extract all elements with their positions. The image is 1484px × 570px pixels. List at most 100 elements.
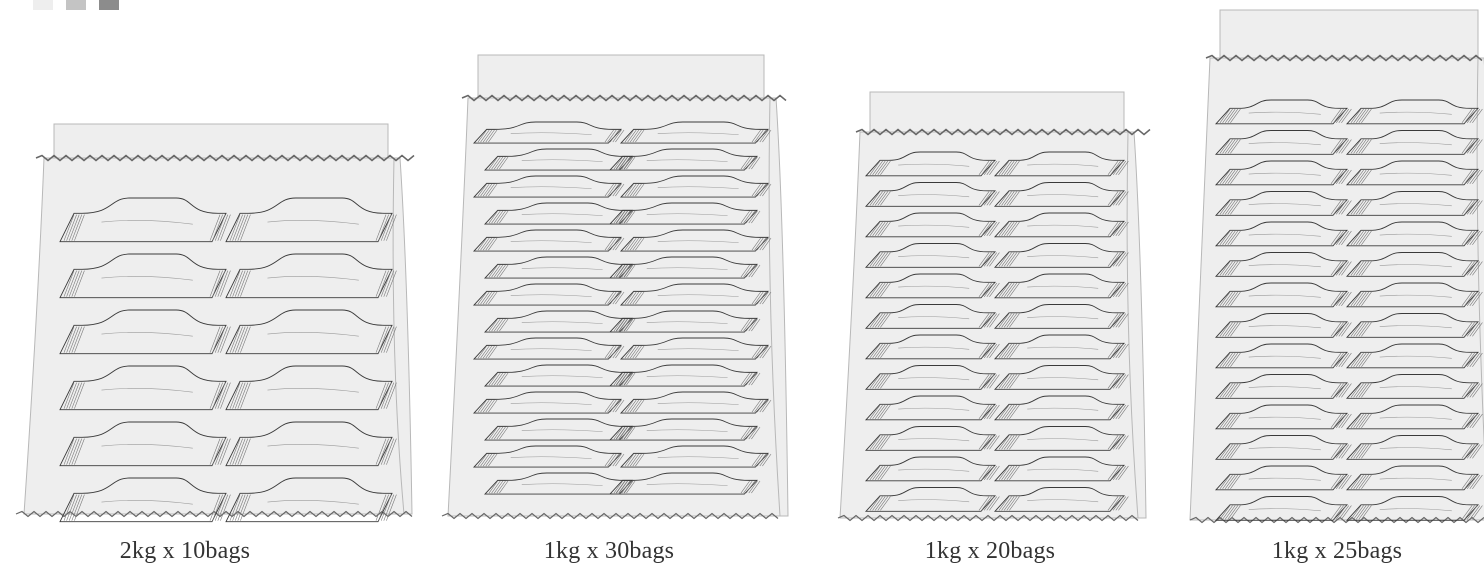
bag-crimp-line: [978, 343, 990, 358]
bag-fold-line: [646, 429, 728, 432]
bag-crimp-line: [880, 374, 891, 389]
pack-1kg-x-20bags: [837, 91, 1151, 522]
bag-crimp-line: [1350, 200, 1362, 215]
bag-crimp-line: [621, 426, 631, 440]
bag-crimp-line: [978, 496, 990, 511]
bag-crimp-line: [499, 426, 509, 440]
bag-fold-line: [646, 267, 728, 270]
bag-crimp-line: [1006, 404, 1018, 419]
bag-crimp-line: [872, 404, 883, 419]
bag-crimp-line: [604, 237, 614, 251]
bag-crimp-line: [615, 426, 625, 440]
bag-crimp-line: [1001, 374, 1012, 389]
bag-fold-line: [1379, 203, 1452, 207]
bag-crimp-line: [1230, 383, 1241, 398]
bag-crimp-line: [624, 372, 634, 386]
bag-crimp-line: [748, 318, 758, 332]
bag-crimp-line: [1118, 343, 1129, 358]
inner-bag: [472, 445, 623, 468]
bag-crimp-line: [1461, 413, 1473, 428]
bag-crimp-line: [613, 156, 623, 170]
bag-crimp-line: [620, 480, 631, 494]
bag-crimp-line: [1335, 322, 1347, 337]
bag-crimp-line: [607, 237, 617, 251]
bag-crimp-line: [1469, 230, 1481, 245]
inner-bag: [472, 229, 623, 252]
bag-crimp-line: [1464, 108, 1475, 123]
bag-crimp-line: [607, 183, 617, 197]
bag-crimp-line: [375, 214, 387, 241]
bag-crimp-line: [1461, 108, 1473, 123]
bag-crimp-line: [1222, 261, 1233, 276]
bag-crimp-line: [978, 252, 990, 267]
bag-crimp-line: [1222, 169, 1233, 184]
bag-crimp-line: [612, 237, 622, 251]
bag-fold-line: [521, 267, 603, 270]
bag-crimp-line: [234, 382, 246, 409]
bag-crimp-line: [1118, 465, 1129, 480]
inner-bag: [993, 182, 1126, 207]
bag-crimp-line: [1219, 230, 1231, 245]
bag-crimp-line: [978, 282, 990, 297]
inner-bag: [1214, 160, 1349, 186]
inner-bag: [864, 395, 997, 421]
bag-crimp-line: [378, 494, 389, 521]
inner-bag: [619, 445, 770, 468]
bag-crimp-line: [1466, 200, 1478, 215]
bag-crimp-line: [66, 214, 77, 241]
bag-crimp-line: [1001, 282, 1012, 297]
bag-crimp-line: [1350, 383, 1362, 398]
bag-crimp-line: [629, 291, 640, 305]
bag-crimp-line: [1003, 465, 1015, 480]
bag-crimp-line: [874, 221, 886, 236]
bag-crimp-line: [978, 191, 990, 206]
bag-crimp-line: [874, 191, 886, 206]
bag-crimp-line: [1341, 352, 1352, 367]
outer-sack: [839, 131, 1147, 519]
bag-crimp-line: [214, 382, 226, 409]
bag-crimp-line: [1466, 169, 1478, 184]
bag-crimp-line: [1461, 352, 1473, 367]
bag-crimp-line: [1006, 221, 1018, 236]
bag-crimp-line: [880, 313, 891, 328]
bag-crimp-line: [743, 372, 753, 386]
bag-crimp-line: [756, 183, 767, 197]
bag-crimp-line: [1358, 200, 1370, 215]
bag-crimp-line: [1464, 291, 1475, 306]
bag-crimp-line: [874, 343, 886, 358]
bag-crimp-line: [629, 453, 640, 467]
bag-fold-line: [898, 285, 970, 289]
bag-crimp-line: [618, 372, 628, 386]
bag-crimp-line: [1009, 160, 1020, 175]
bag-crimp-line: [624, 399, 634, 413]
bag-crimp-line: [1110, 404, 1121, 419]
inner-bag: [1345, 160, 1480, 186]
bag-crimp-line: [627, 291, 637, 305]
bag-crimp-line: [1472, 169, 1483, 184]
bag-crimp-line: [1003, 221, 1015, 236]
bag-crimp-line: [74, 326, 85, 353]
bag-crimp-line: [1230, 108, 1241, 123]
bag-crimp-line: [380, 382, 392, 409]
inner-bag: [1214, 130, 1349, 155]
bag-crimp-line: [488, 345, 498, 359]
bag-crimp-line: [1224, 169, 1236, 184]
bag-crimp-line: [1335, 108, 1347, 123]
bag-crimp-line: [380, 326, 392, 353]
inner-bag: [864, 426, 997, 451]
bag-crimp-line: [66, 382, 77, 409]
bag-crimp-line: [477, 453, 487, 467]
bag-crimp-line: [496, 372, 506, 386]
bag-crimp-line: [1350, 474, 1362, 489]
bag-crimp-line: [635, 237, 645, 251]
bag-crimp-line: [1118, 435, 1129, 450]
bag-crimp-line: [493, 426, 504, 440]
bag-fold-line: [657, 240, 739, 243]
bag-crimp-line: [754, 399, 764, 413]
bag-crimp-line: [1355, 139, 1367, 154]
bag-crimp-line: [217, 438, 229, 465]
bag-fold-line: [1379, 508, 1452, 512]
bag-crimp-line: [1107, 282, 1119, 297]
bag-crimp-line: [1001, 191, 1012, 206]
bag-crimp-line: [1118, 282, 1129, 297]
